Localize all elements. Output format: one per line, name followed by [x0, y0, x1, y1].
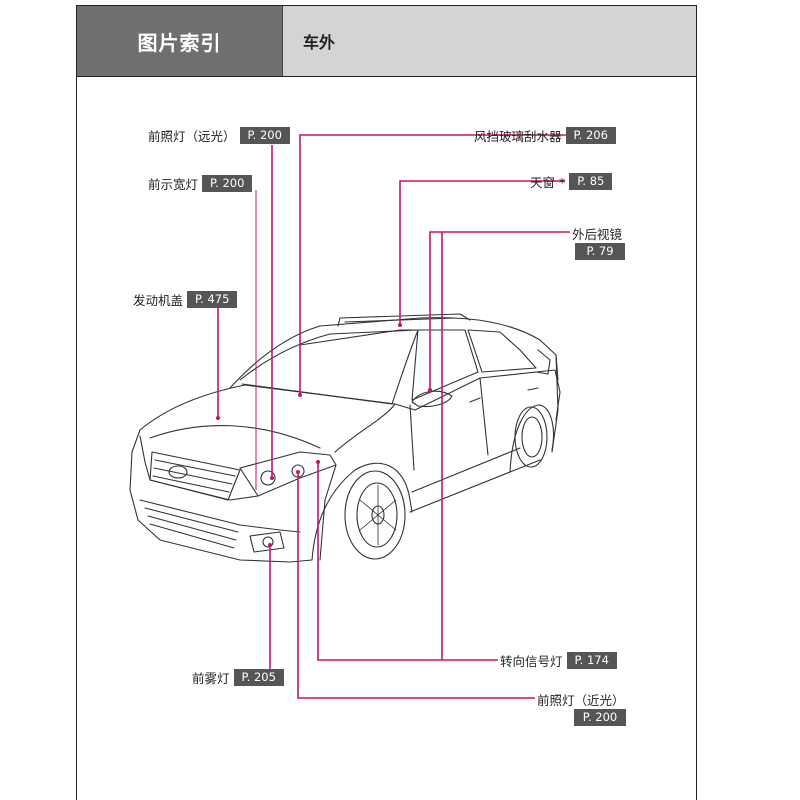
page-ref-link[interactable]: P. 200 [574, 709, 626, 726]
page-ref-link[interactable]: P. 206 [565, 126, 616, 144]
callout-label: 外后视镜 [572, 226, 623, 242]
callout-label: 发动机盖 [133, 292, 184, 308]
callout-turn-signal: 转向信号灯 P. 174 [500, 651, 617, 669]
callout-fog-light: 前雾灯 P. 205 [192, 668, 284, 686]
callout-label: 前照灯（近光） [537, 692, 625, 708]
page-ref-link[interactable]: P. 174 [566, 651, 617, 669]
page-title: 车外 [282, 6, 696, 76]
callout-label: 前示宽灯 [148, 176, 199, 192]
callout-label: 天窗 * [530, 174, 566, 190]
callout-sunroof: 天窗 * P. 85 [530, 172, 613, 190]
callout-side-marker: 前示宽灯 P. 200 [148, 174, 253, 192]
callout-headlight-low-label: 前照灯（近光） [537, 690, 629, 708]
callout-label: 前雾灯 [192, 670, 230, 686]
callout-label: 转向信号灯 [500, 653, 563, 669]
callout-wiper: 风挡玻璃刮水器 P. 206 [474, 126, 616, 144]
callout-headlight-high: 前照灯（远光） P. 200 [148, 126, 290, 144]
callout-hood: 发动机盖 P. 475 [133, 290, 238, 308]
callout-label: 前照灯（远光） [148, 128, 236, 144]
page-ref-link[interactable]: P. 200 [239, 126, 290, 144]
page-ref-link[interactable]: P. 79 [575, 243, 625, 260]
page-ref-link[interactable]: P. 200 [202, 174, 253, 192]
callout-label: 风挡玻璃刮水器 [474, 128, 562, 144]
header-divider [77, 76, 696, 77]
page-ref-link[interactable]: P. 85 [569, 172, 613, 190]
page-ref-link[interactable]: P. 475 [187, 290, 238, 308]
section-tab: 图片索引 [77, 6, 282, 76]
page-ref-link[interactable]: P. 205 [233, 668, 284, 686]
callout-mirror-label: 外后视镜 [572, 224, 626, 242]
